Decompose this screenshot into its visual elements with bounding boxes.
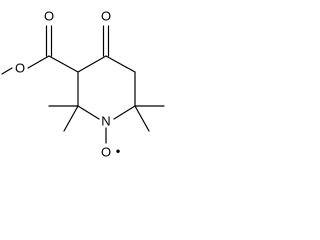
bond-c2-methyl-down [63,105,79,132]
atom-o-ether-ester: O [15,61,25,76]
atom-n-nitroxide: N [101,114,110,129]
atom-o-carbonyl-ester: O [44,9,54,24]
molecule-structure-diagram: O O O N O • [1,9,165,160]
atom-o-ketone: O [101,9,111,24]
bond-c-ester-o-ether [27,55,50,69]
bond-c6-methyl-down [134,105,150,132]
bond-c3-c-ester [48,55,79,73]
bond-n1-c2 [77,105,100,120]
radical-dot-icon: • [116,144,121,159]
bond-o-ether-methyl [1,67,13,75]
bond-c4-c5 [105,55,136,73]
bond-c6-n1 [113,105,136,120]
atom-o-nitroxide: O [101,145,111,160]
bond-c3-c4 [77,55,107,73]
